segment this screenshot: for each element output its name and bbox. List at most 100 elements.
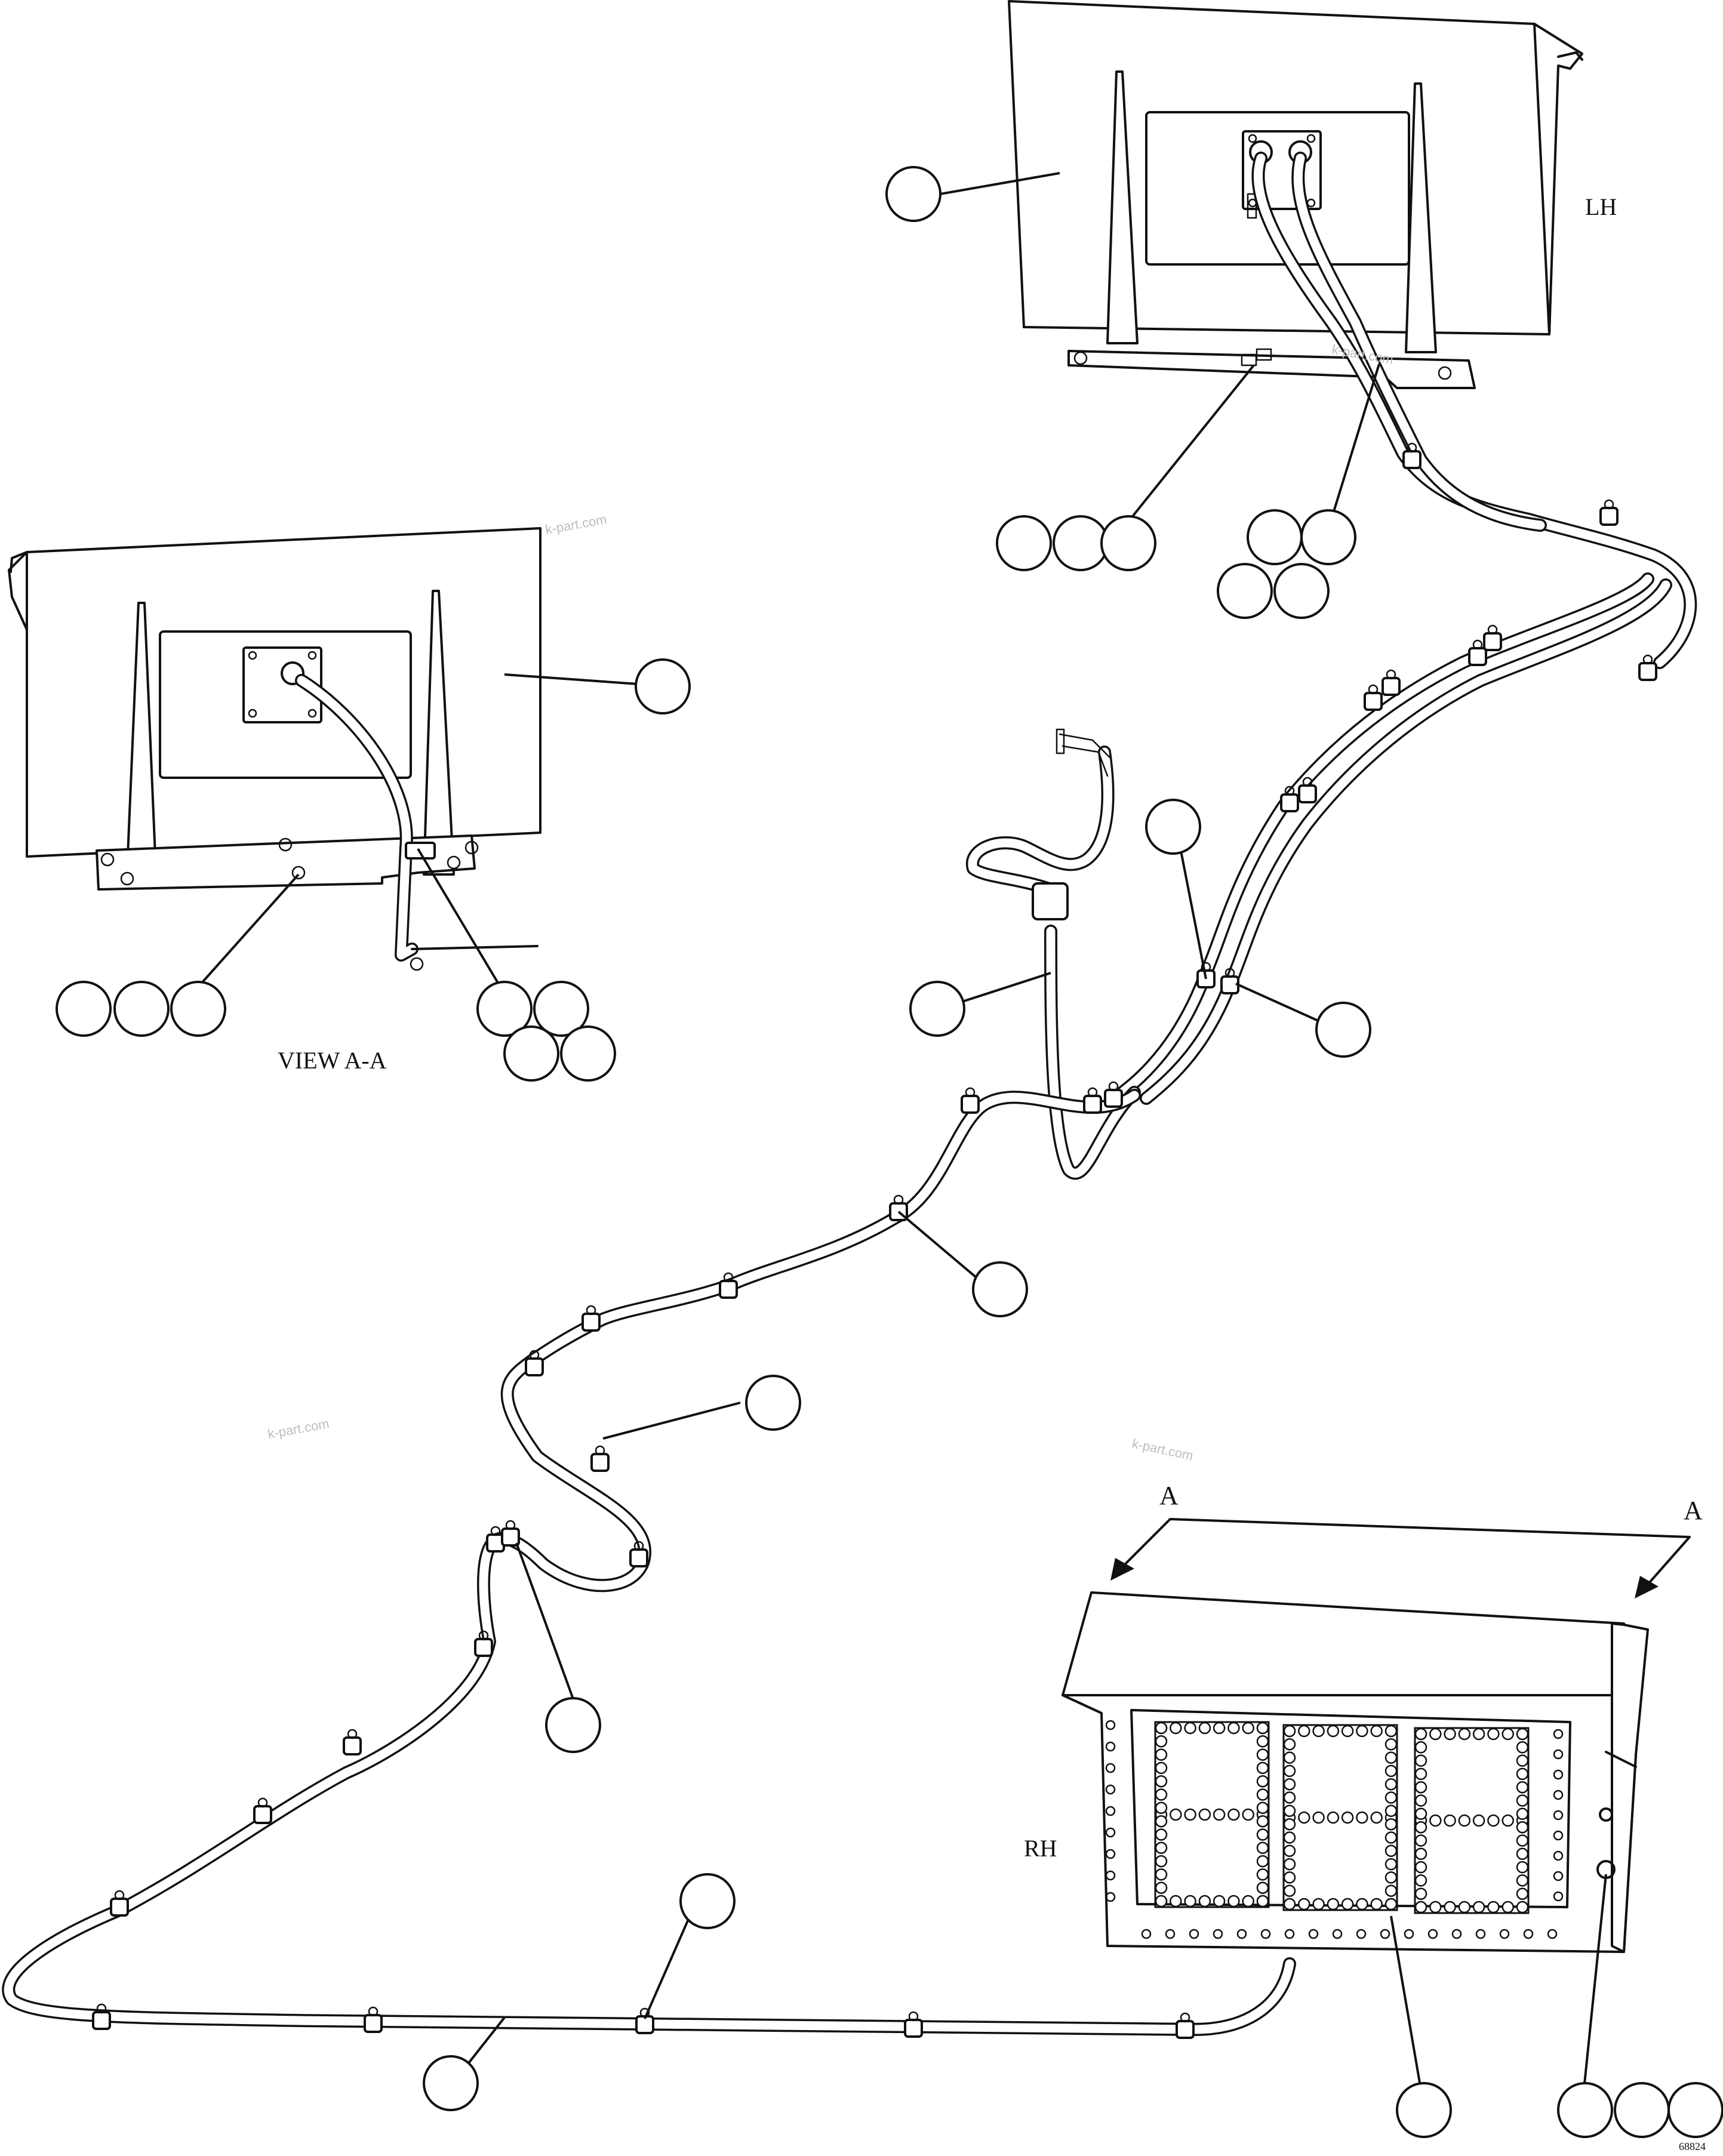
- led-dot: [1312, 1898, 1325, 1911]
- led-dot: [1327, 1898, 1340, 1911]
- led-dot: [1444, 1901, 1456, 1914]
- callout-balloon: [560, 1025, 616, 1082]
- led-dot: [1384, 1818, 1398, 1831]
- led-dot: [1341, 1811, 1354, 1824]
- led-dot: [1327, 1724, 1340, 1738]
- callout-balloon: [1273, 563, 1330, 619]
- led-dot: [1384, 1871, 1398, 1884]
- led-dot: [1356, 1811, 1368, 1824]
- callout-balloon: [885, 166, 942, 222]
- cable-clamp: [590, 1453, 610, 1472]
- led-dot: [1227, 1808, 1240, 1821]
- cable-clamp: [1280, 793, 1299, 812]
- perimeter-bolt: [1553, 1871, 1564, 1881]
- callout-balloon: [545, 1697, 601, 1753]
- led-dot: [1155, 1895, 1168, 1908]
- callout-balloon: [1315, 1002, 1371, 1058]
- led-dot: [1414, 1754, 1427, 1767]
- perimeter-bolt: [1427, 1929, 1438, 1939]
- led-dot: [1384, 1751, 1398, 1764]
- clamp-bolt: [1407, 442, 1417, 453]
- led-dot: [1414, 1901, 1427, 1914]
- led-dot: [1198, 1895, 1211, 1908]
- led-dot: [1487, 1901, 1500, 1914]
- led-dot: [1487, 1814, 1500, 1827]
- perimeter-bolt: [1105, 1870, 1116, 1881]
- led-dot: [1516, 1847, 1529, 1861]
- led-dot: [1283, 1778, 1296, 1791]
- led-dot: [1312, 1724, 1325, 1738]
- clamp-bolt: [257, 1797, 268, 1808]
- led-dot: [1414, 1874, 1427, 1887]
- led-dot: [1184, 1721, 1196, 1735]
- callout-balloon: [1145, 799, 1201, 855]
- label-section-right: A: [1684, 1496, 1703, 1525]
- led-dot: [1283, 1804, 1296, 1818]
- led-dot: [1472, 1727, 1485, 1741]
- clamp-bolt: [893, 1194, 904, 1205]
- perimeter-bolt: [1308, 1929, 1319, 1939]
- clamp-bolt: [1368, 684, 1379, 695]
- cable-clamp: [1104, 1089, 1123, 1108]
- led-dot: [1341, 1898, 1354, 1911]
- led-dot: [1256, 1761, 1269, 1775]
- cable-clamp: [364, 2014, 383, 2033]
- rh-perimeter-bolts: [1105, 1720, 1564, 1939]
- cable-clamp: [1483, 632, 1502, 651]
- perimeter-bolt: [1451, 1929, 1462, 1939]
- led-dot: [1298, 1898, 1310, 1911]
- perimeter-bolt: [1105, 1849, 1116, 1859]
- callout-balloon: [56, 981, 112, 1037]
- led-dot: [1256, 1748, 1269, 1761]
- led-dot: [1227, 1721, 1240, 1735]
- section-cut-line: [1110, 1518, 1691, 1598]
- led-dot: [1384, 1898, 1398, 1911]
- perimeter-bolt: [1380, 1929, 1390, 1939]
- label-view-a-a: VIEW A-A: [278, 1047, 387, 1074]
- led-dot: [1429, 1901, 1442, 1914]
- led-dot: [1256, 1721, 1269, 1735]
- led-dot: [1155, 1841, 1168, 1855]
- callout-balloon: [533, 981, 589, 1037]
- led-dot: [1487, 1727, 1500, 1741]
- led-dot: [1516, 1754, 1529, 1767]
- cable-clamp: [1599, 507, 1619, 526]
- led-dot: [1414, 1767, 1427, 1781]
- led-dot: [1283, 1751, 1296, 1764]
- cable-clamp: [629, 1548, 648, 1567]
- cable-clamp: [904, 2019, 923, 2038]
- led-dot: [1516, 1781, 1529, 1794]
- perimeter-bolt: [1105, 1741, 1116, 1752]
- led-dot: [1414, 1821, 1427, 1834]
- perimeter-bolt: [1547, 1929, 1558, 1939]
- led-dot: [1198, 1808, 1211, 1821]
- led-dot: [1155, 1828, 1168, 1841]
- led-dot: [1242, 1895, 1254, 1908]
- cable-clamp: [1083, 1095, 1102, 1114]
- led-dot: [1213, 1808, 1226, 1821]
- watermark: k-part.com: [1131, 1436, 1195, 1463]
- callout-balloon: [972, 1261, 1028, 1317]
- led-dot: [1516, 1901, 1529, 1914]
- cable-clamp: [1364, 692, 1383, 711]
- callout-balloon: [503, 1025, 559, 1082]
- led-dot: [1429, 1727, 1442, 1741]
- callout-balloon: [1300, 509, 1356, 565]
- perimeter-bolt: [1141, 1929, 1152, 1939]
- perimeter-bolt: [1553, 1810, 1564, 1821]
- led-dot: [1155, 1721, 1168, 1735]
- led-dot: [1384, 1778, 1398, 1791]
- led-dot: [1256, 1868, 1269, 1881]
- callout-balloon: [1053, 515, 1109, 571]
- led-dot: [1242, 1808, 1254, 1821]
- perimeter-bolt: [1236, 1929, 1247, 1939]
- callout-balloon: [1557, 2082, 1613, 2138]
- clamp-bolt: [633, 1541, 644, 1551]
- led-dot: [1283, 1764, 1296, 1778]
- clamp-bolt: [1108, 1081, 1119, 1092]
- led-dot: [1516, 1794, 1529, 1807]
- clamp-bolt: [723, 1272, 734, 1283]
- cable-clamp: [635, 2015, 654, 2034]
- callout-balloon: [1100, 515, 1156, 571]
- led-dot: [1283, 1818, 1296, 1831]
